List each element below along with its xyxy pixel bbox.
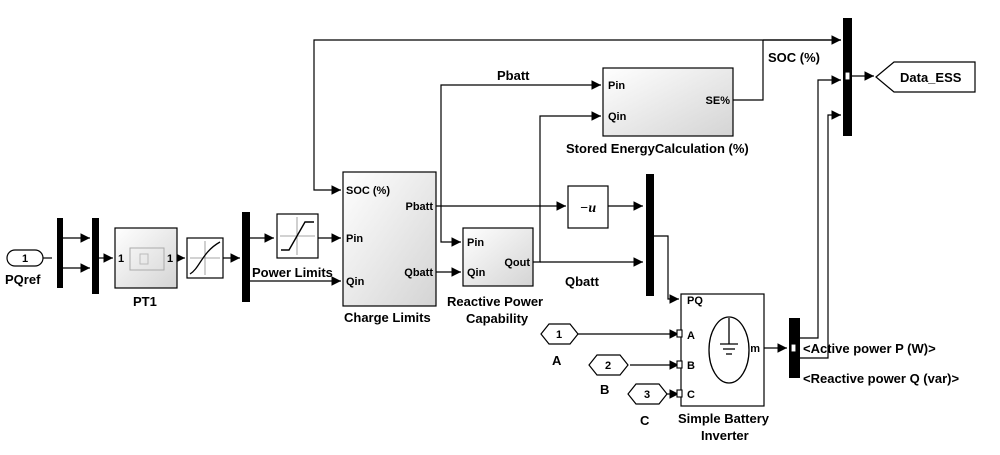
battery-inverter-label-1: Simple Battery [678,411,770,426]
reactive-in-qin: Qin [467,267,486,279]
inverter-port-b [676,360,683,369]
stored-out-se: SE% [706,95,731,107]
inport-b[interactable]: 2 [588,354,629,376]
gain-block[interactable]: −u [567,185,609,229]
inverter-in-a: A [687,330,695,342]
charge-in-soc: SOC (%) [346,185,390,197]
stored-energy-block[interactable]: Pin Qin SE% [602,67,734,137]
stored-energy-label: Stored EnergyCalculation (%) [566,141,749,156]
pt1-label: PT1 [133,294,157,309]
demux-bar[interactable] [242,212,250,302]
stored-in-qin: Qin [608,111,627,123]
subsystem-icon-inner [139,253,149,265]
charge-out-qbatt: Qbatt [404,267,433,279]
mux-bar-1[interactable] [57,218,63,288]
signal-qbatt-label: Qbatt [565,274,600,289]
wire-se-up [733,40,764,101]
signal-soc-label: SOC (%) [768,50,820,65]
charge-limits-label: Charge Limits [344,310,431,325]
reactive-power-label-2: Capability [466,311,529,326]
charge-in-qin: Qin [346,276,365,288]
signal-active-power-label: <Active power P (W)> [803,341,936,356]
wire-mux-pq [654,235,679,304]
inport-c-label: C [640,413,650,428]
bus-selector-port [790,343,797,353]
data-ess-goto[interactable]: Data_ESS [875,61,976,93]
inport-a-number: 1 [556,329,562,341]
mux-bar-final-port [844,71,851,81]
inport-a-label: A [552,353,562,368]
stored-in-pin: Pin [608,80,625,92]
power-limits-label: Power Limits [252,265,333,280]
charge-limits-block[interactable]: SOC (%) Pin Qin Pbatt Qbatt [342,171,437,307]
pt1-port-out: 1 [167,253,173,265]
inport-c[interactable]: 3 [627,383,668,405]
charge-out-pbatt: Pbatt [406,201,434,213]
saturation-icon [281,221,314,251]
wire-qout-stored [533,111,601,263]
mux-bar-2[interactable] [92,218,99,294]
signal-lines [42,35,874,399]
wire-pbatt-reactive [440,206,461,247]
reactive-in-pin: Pin [467,237,484,249]
saturation-block[interactable] [276,213,319,259]
lookup-table-block[interactable] [186,237,224,279]
signal-pbatt-label: Pbatt [497,68,530,83]
pt1-port-in: 1 [118,253,124,265]
battery-inverter-label-2: Inverter [701,428,749,443]
data-ess-label: Data_ESS [900,70,962,85]
wire-reactive-mux [800,110,841,359]
inport-pqref-label: PQref [5,272,41,287]
inport-pqref-number: 1 [22,253,28,265]
signal-reactive-power-label: <Reactive power Q (var)> [803,371,959,386]
inport-b-number: 2 [605,360,611,372]
inverter-out-m: m [750,343,760,355]
inverter-in-b: B [687,360,695,372]
inport-pqref[interactable]: 1 [6,249,44,267]
battery-inverter-block[interactable]: PQ A B C m [676,293,765,407]
inverter-port-c [676,389,683,398]
mux-bar-3[interactable] [646,174,654,296]
pt1-block[interactable]: 1 1 [114,227,178,289]
inport-c-number: 3 [644,389,650,401]
wire-pbatt-stored [440,80,601,206]
inverter-port-a [676,329,683,338]
reactive-out-qout: Qout [504,257,530,269]
gain-label: −u [580,201,596,216]
inverter-in-pq: PQ [687,295,703,307]
reactive-power-label-1: Reactive Power [447,294,543,309]
wire-soc-feedback [313,39,841,195]
charge-in-pin: Pin [346,233,363,245]
wire-active-mux [800,75,841,339]
inverter-in-c: C [687,389,695,401]
reactive-power-block[interactable]: Pin Qin Qout [462,227,534,287]
inport-a[interactable]: 1 [540,323,579,345]
lookup-curve-icon [189,241,221,275]
inport-b-label: B [600,382,609,397]
subsystem-icon [129,247,165,271]
current-source-icon [708,316,750,384]
